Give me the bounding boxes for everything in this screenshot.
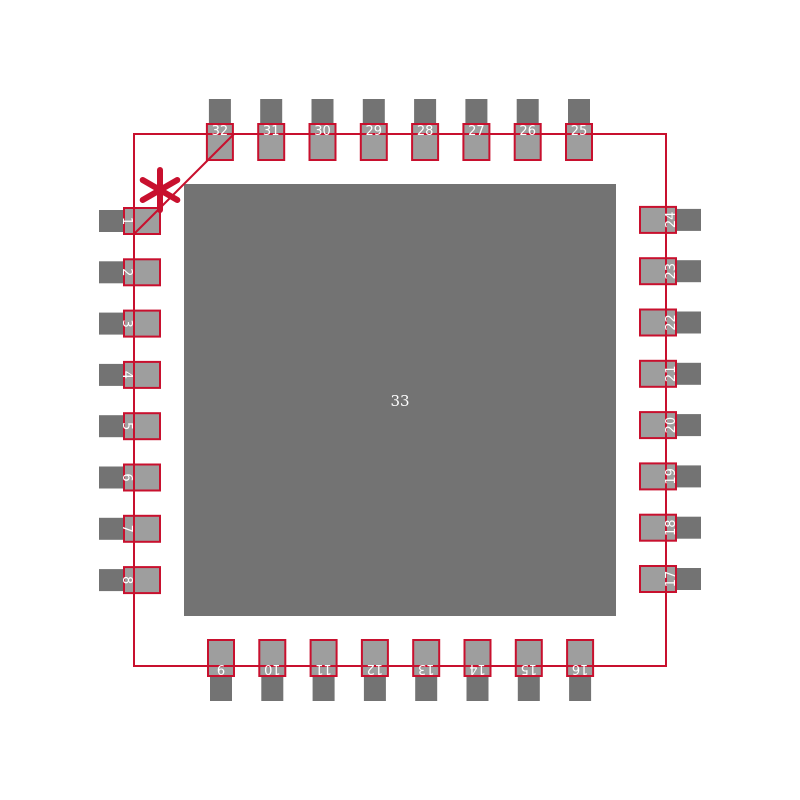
pad-3 [123, 309, 161, 338]
pad-2 [123, 258, 161, 287]
pin-label: 27 [468, 124, 485, 139]
pad-12 [360, 639, 389, 677]
outline-rect [133, 133, 667, 667]
pin-label: 2 [119, 268, 134, 276]
pad-6 [123, 463, 161, 492]
pin-label: 17 [664, 571, 679, 588]
pin-label: 32 [212, 124, 229, 139]
pad-28 [411, 123, 440, 161]
asterisk-stroke [139, 177, 181, 203]
pad-21 [639, 359, 677, 388]
pin-label: 19 [664, 468, 679, 485]
pin-label: 30 [314, 124, 331, 139]
pin-label: 3 [119, 319, 134, 327]
pad-19 [639, 462, 677, 491]
pad-8 [123, 566, 161, 595]
pad-7 [123, 514, 161, 543]
pin-label: 18 [664, 519, 679, 536]
pad-13 [412, 639, 441, 677]
pin-label: 25 [571, 124, 588, 139]
pin-label: 9 [217, 661, 225, 676]
pad-32 [205, 123, 234, 161]
body-outline [133, 133, 667, 667]
pin-label: 5 [119, 422, 134, 430]
pad-15 [514, 639, 543, 677]
pad-18 [639, 513, 677, 542]
pin-label: 31 [263, 124, 280, 139]
exposed-pad-label: 33 [390, 392, 409, 410]
pin-label: 14 [469, 661, 486, 676]
pad-24 [639, 205, 677, 234]
pad-22 [639, 308, 677, 337]
pin-label: 12 [367, 661, 384, 676]
pad-20 [639, 411, 677, 440]
pin-label: 24 [664, 212, 679, 229]
pin-label: 23 [664, 263, 679, 280]
pin-label: 8 [119, 576, 134, 584]
pin-label: 13 [418, 661, 435, 676]
pad-31 [257, 123, 286, 161]
pad-30 [308, 123, 337, 161]
pad-27 [462, 123, 491, 161]
pad-5 [123, 412, 161, 441]
pin-label: 20 [664, 417, 679, 434]
pad-29 [359, 123, 388, 161]
pin-label: 26 [519, 124, 536, 139]
pad-1 [123, 207, 161, 235]
pin-label: 11 [315, 661, 332, 676]
pin-label: 6 [119, 473, 134, 481]
pin-label: 7 [119, 525, 134, 533]
exposed-pad [184, 184, 616, 616]
pad-4 [123, 360, 161, 389]
pin1-chamfer-line [133, 133, 235, 235]
pad-11 [309, 639, 338, 677]
pin-label: 15 [521, 661, 538, 676]
pin-label: 1 [119, 217, 134, 225]
pad-9 [207, 639, 235, 677]
pin-label: 4 [119, 371, 134, 379]
pad-23 [639, 257, 677, 286]
pin-label: 28 [417, 124, 434, 139]
pin-label: 22 [664, 314, 679, 331]
pad-25 [565, 123, 593, 161]
pad-26 [513, 123, 542, 161]
pad-17 [639, 565, 677, 593]
pin-label: 21 [664, 366, 679, 383]
pad-group [123, 123, 677, 677]
pad-10 [258, 639, 287, 677]
pad-16 [566, 639, 595, 677]
pin-label: 16 [572, 661, 589, 676]
pin-label: 29 [366, 124, 383, 139]
pin-label: 10 [264, 661, 281, 676]
pin1-asterisk-icon [139, 167, 181, 213]
pad-14 [463, 639, 492, 677]
